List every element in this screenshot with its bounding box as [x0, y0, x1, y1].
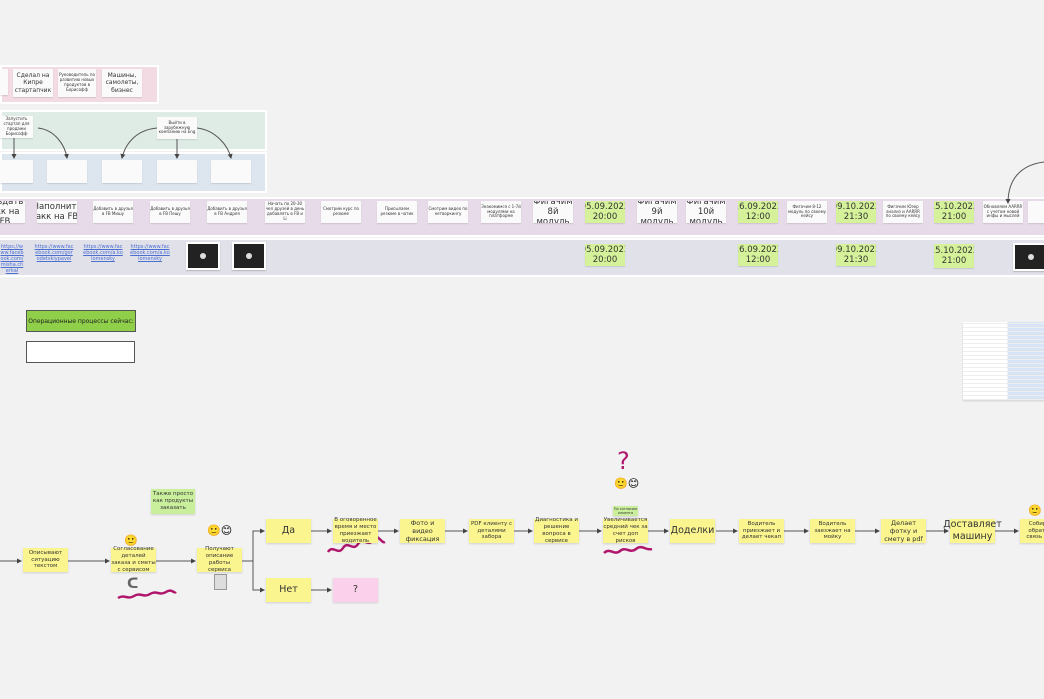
- empty-card[interactable]: [157, 160, 197, 183]
- empty-card[interactable]: [0, 160, 33, 183]
- top-card[interactable]: [0, 69, 8, 95]
- plan-card[interactable]: Присылаем резюме в чатик: [377, 201, 417, 223]
- fb-link[interactable]: https://www.facebook.com/a.kolomensky: [83, 244, 123, 262]
- plan-card[interactable]: Фигачим 10й модуль: [686, 201, 726, 223]
- empty-card[interactable]: [47, 160, 87, 183]
- flow-step[interactable]: Увеличивается средний чек за счет доп ри…: [603, 517, 648, 544]
- date-card[interactable]: 05.09.2023 20:00: [585, 244, 625, 266]
- plan-card[interactable]: Добавить в друзья в FB Андрея: [207, 201, 247, 223]
- plan-card[interactable]: Наполнить акк на FB: [37, 201, 77, 223]
- plan-card[interactable]: Создать акк на FB: [0, 201, 25, 223]
- plan-card[interactable]: Добавить в друзья в FB Мишу: [93, 201, 133, 223]
- flow-step[interactable]: Согласование деталей заказа и сметы с се…: [111, 546, 156, 573]
- ops-input[interactable]: [26, 341, 135, 363]
- plan-card[interactable]: 05.09.2023 20:00: [585, 201, 625, 223]
- flow-step[interactable]: Водитель заезжает на мойку: [810, 519, 855, 543]
- avatar-icon: 🙂😊: [614, 477, 640, 490]
- goal-card[interactable]: Запустить стартап для продажи Борисофф: [0, 116, 33, 138]
- empty-card[interactable]: [211, 160, 251, 183]
- flow-step[interactable]: Собирает обратную связь в чат: [1020, 519, 1044, 543]
- document-icon: [214, 574, 227, 590]
- flow-step[interactable]: Диагностика и решение вопроса в сервисе: [534, 517, 579, 544]
- flow-step[interactable]: В оговоренное время и место приезжает во…: [333, 517, 378, 544]
- avatar-icon: 🙂: [1028, 504, 1042, 517]
- plan-card[interactable]: 16.09.2023 12:00: [738, 201, 778, 223]
- empty-card[interactable]: [102, 160, 142, 183]
- flow-step[interactable]: Получают описание работы сервиса: [197, 546, 242, 573]
- flow-step[interactable]: Доставляет машину: [943, 519, 1002, 543]
- top-card[interactable]: Сделал на Кипре стартапчик: [13, 69, 53, 97]
- green-band: [0, 110, 267, 151]
- consent-note[interactable]: По согласию клиента: [613, 506, 638, 516]
- flow-step[interactable]: ?: [333, 578, 378, 602]
- plan-card[interactable]: Начать по 20-30 чел друзей в день добавл…: [265, 201, 305, 223]
- flow-step[interactable]: Доделки: [670, 519, 715, 543]
- fb-link[interactable]: https://www.facebook.com/a.kolomensky: [130, 244, 170, 262]
- spreadsheet-image[interactable]: [963, 322, 1044, 400]
- plan-card[interactable]: Смотрим курс по резюме: [321, 201, 361, 223]
- flow-step[interactable]: Фото и видео фиксация: [400, 519, 445, 543]
- ops-button[interactable]: Операционные процессы сейчас:: [26, 310, 136, 332]
- goal-card[interactable]: Выйти в зарубежную компанию на Eng: [157, 117, 197, 139]
- top-card[interactable]: Руководитель по развитию новых продуктов…: [58, 69, 96, 97]
- flow-step[interactable]: Делает фотку и смету в pdf: [881, 519, 926, 543]
- plan-card[interactable]: Смотрим видео по нетворкингу: [428, 201, 468, 223]
- date-card[interactable]: 15.10.2023 21:00: [934, 244, 974, 268]
- top-card[interactable]: Машины, самолеты, бизнес: [102, 69, 142, 97]
- question-mark: ?: [617, 447, 630, 475]
- video-thumbnail[interactable]: [1013, 243, 1044, 271]
- flow-step[interactable]: Нет: [266, 578, 311, 602]
- fb-link[interactable]: https://www.facebook.com/misha.cherkal: [0, 244, 24, 274]
- plan-card[interactable]: 15.10.2023 21:00: [934, 201, 974, 223]
- plan-card[interactable]: Фигачим 8й модуль: [533, 201, 573, 223]
- plan-card[interactable]: Обновляем AARRR с учетом новой инфы и мы…: [983, 201, 1023, 223]
- plan-card[interactable]: Фигачим 9й модуль: [637, 201, 677, 223]
- flow-step[interactable]: Описывают ситуацию текстом: [23, 548, 68, 572]
- plan-card[interactable]: Добавить в друзья в FB Пешу: [150, 201, 190, 223]
- plan-card[interactable]: Знакомимся с 1-7й модулями на платформе: [481, 201, 521, 223]
- flow-step[interactable]: Да: [266, 519, 311, 543]
- c-shape-icon: ᑕ: [127, 576, 139, 592]
- flow-step[interactable]: Водитель приезжает и делает чекап: [739, 519, 784, 543]
- flow-note[interactable]: Также просто как продукты заказать: [151, 489, 195, 514]
- video-thumbnail[interactable]: [186, 242, 220, 270]
- avatar-icon: 🙂😊: [207, 524, 233, 537]
- fb-link[interactable]: https://www.facebook.com/gorodetskiypave…: [34, 244, 74, 262]
- plan-card[interactable]: 09.10.2023 21:30: [836, 201, 876, 223]
- avatar-icon: 🙂: [124, 534, 138, 547]
- video-thumbnail[interactable]: [232, 242, 266, 270]
- date-card[interactable]: 16.09.2023 12:00: [738, 244, 778, 266]
- flow-step[interactable]: PDF клиенту с деталями забора: [469, 519, 514, 543]
- plan-card[interactable]: Фигачим 8-12 модуль по своему кейсу: [787, 201, 827, 223]
- date-card[interactable]: 09.10.2023 21:30: [836, 244, 876, 266]
- plan-card[interactable]: Фигачим Юзер анализ и AARRR по своему ке…: [883, 201, 923, 223]
